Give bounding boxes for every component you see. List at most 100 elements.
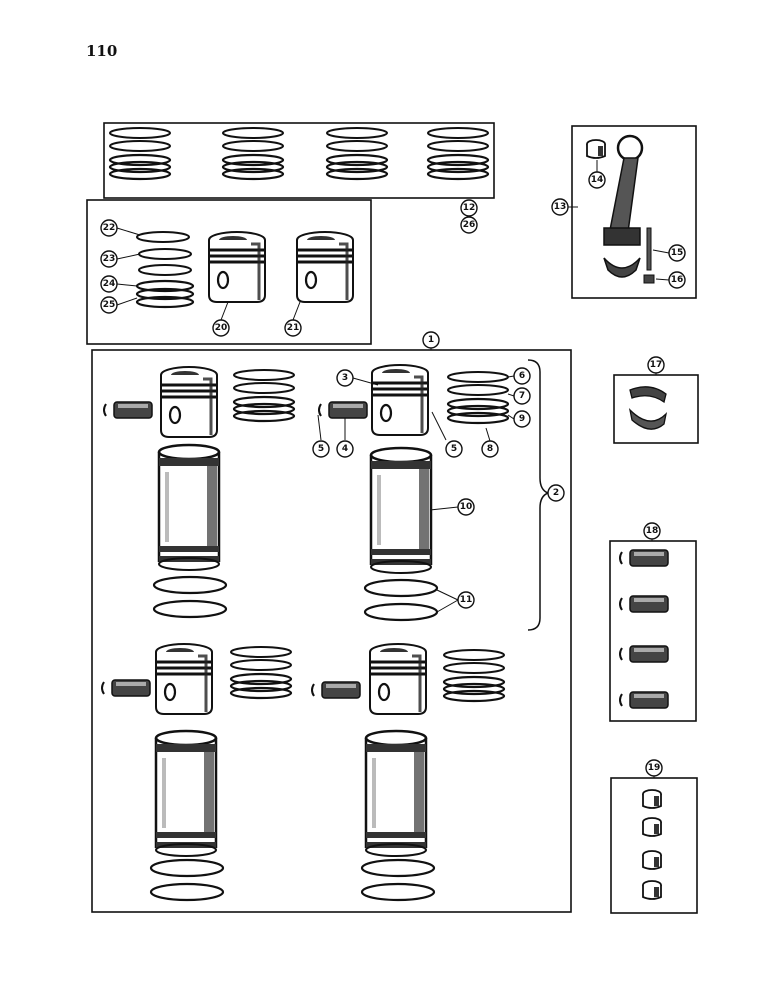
svg-text:1: 1 xyxy=(428,335,434,345)
ring-set-2 xyxy=(221,126,285,181)
pin-set-1 xyxy=(619,549,669,567)
sleeve-c xyxy=(154,729,218,858)
seals-c xyxy=(149,858,225,902)
callout-10: 10 xyxy=(457,498,475,516)
callout-22: 22 xyxy=(100,219,118,237)
svg-text:21: 21 xyxy=(287,323,300,333)
ring-sets-panel xyxy=(103,122,495,199)
pin-a xyxy=(103,401,153,419)
svg-text:4: 4 xyxy=(342,444,348,454)
callout-24: 24 xyxy=(100,275,118,293)
rod-bushing xyxy=(586,139,606,159)
pin-d xyxy=(311,681,361,699)
callout-26: 26 xyxy=(460,216,478,234)
ring-stack-22-25 xyxy=(135,231,195,309)
svg-text:25: 25 xyxy=(103,300,116,310)
callout-23: 23 xyxy=(100,250,118,268)
svg-text:6: 6 xyxy=(519,371,525,381)
svg-text:5: 5 xyxy=(451,444,457,454)
seals-b xyxy=(363,578,439,622)
callout-11: 11 xyxy=(457,591,475,609)
callout-25: 25 xyxy=(100,296,118,314)
bearing-panel xyxy=(613,374,699,444)
pin-b xyxy=(318,401,368,419)
pin-set-2 xyxy=(619,595,669,613)
connecting-rod xyxy=(586,134,655,284)
svg-text:15: 15 xyxy=(671,248,684,258)
pin-set-4 xyxy=(619,691,669,709)
svg-text:24: 24 xyxy=(103,279,116,289)
callout-20: 20 xyxy=(212,319,230,337)
ring-set-4 xyxy=(426,126,490,181)
piston-kit-panel xyxy=(86,199,372,345)
bushing-4 xyxy=(642,880,662,900)
callout-12: 12 xyxy=(460,199,478,217)
callout-3: 3 xyxy=(336,369,354,387)
ring-set-c xyxy=(229,645,293,700)
piston-c xyxy=(154,642,214,716)
svg-text:20: 20 xyxy=(215,323,228,333)
callout-16: 16 xyxy=(668,271,686,289)
callout-21: 21 xyxy=(284,319,302,337)
callout-9: 9 xyxy=(513,410,531,428)
cylinder-kit-panel xyxy=(91,349,572,913)
svg-text:8: 8 xyxy=(487,444,493,454)
callout-18: 18 xyxy=(643,522,661,540)
ring-set-b xyxy=(446,370,510,425)
callout-14: 14 xyxy=(588,171,606,189)
pin-c xyxy=(101,679,151,697)
callout-19: 19 xyxy=(645,759,663,777)
svg-text:9: 9 xyxy=(519,414,525,424)
svg-text:13: 13 xyxy=(554,202,567,212)
ring-set-a xyxy=(232,368,296,423)
svg-text:22: 22 xyxy=(103,223,116,233)
sleeve-a xyxy=(157,443,221,572)
svg-text:17: 17 xyxy=(650,360,663,370)
sleeve-b xyxy=(369,446,433,575)
callout-13: 13 xyxy=(551,198,569,216)
piston-pins-panel xyxy=(609,540,697,722)
callout-4: 4 xyxy=(336,440,354,458)
svg-text:3: 3 xyxy=(342,373,348,383)
connecting-rod-panel xyxy=(571,125,697,299)
svg-text:7: 7 xyxy=(519,391,525,401)
svg-text:23: 23 xyxy=(103,254,116,264)
callout-5-right: 5 xyxy=(445,440,463,458)
svg-text:19: 19 xyxy=(648,763,661,773)
seals-a xyxy=(152,575,228,619)
svg-text:12: 12 xyxy=(463,203,476,213)
callout-2: 2 xyxy=(547,484,565,502)
piston-b xyxy=(370,363,430,437)
piston-21 xyxy=(295,230,355,304)
callout-8: 8 xyxy=(481,440,499,458)
svg-text:5: 5 xyxy=(318,444,324,454)
ring-set-d xyxy=(442,648,506,703)
callout-5-left: 5 xyxy=(312,440,330,458)
callout-6: 6 xyxy=(513,367,531,385)
sleeve-d xyxy=(364,729,428,858)
seals-d xyxy=(360,858,436,902)
svg-text:10: 10 xyxy=(460,502,473,512)
bushings-panel xyxy=(610,777,698,914)
bushing-1 xyxy=(642,789,662,809)
svg-text:11: 11 xyxy=(460,595,473,605)
callout-15: 15 xyxy=(668,244,686,262)
bearing-shells xyxy=(628,386,668,430)
bushing-3 xyxy=(642,850,662,870)
svg-text:2: 2 xyxy=(553,488,559,498)
page-number: 110 xyxy=(86,42,118,60)
callout-17: 17 xyxy=(647,356,665,374)
svg-text:14: 14 xyxy=(591,175,604,185)
pin-set-3 xyxy=(619,645,669,663)
bushing-2 xyxy=(642,817,662,837)
svg-text:18: 18 xyxy=(646,526,659,536)
ring-set-3 xyxy=(325,126,389,181)
svg-text:26: 26 xyxy=(463,220,476,230)
callout-1: 1 xyxy=(422,331,440,349)
bracket-2 xyxy=(527,359,551,631)
piston-20 xyxy=(207,230,267,304)
piston-d xyxy=(368,642,428,716)
svg-text:16: 16 xyxy=(671,275,684,285)
ring-set-1 xyxy=(108,126,172,181)
